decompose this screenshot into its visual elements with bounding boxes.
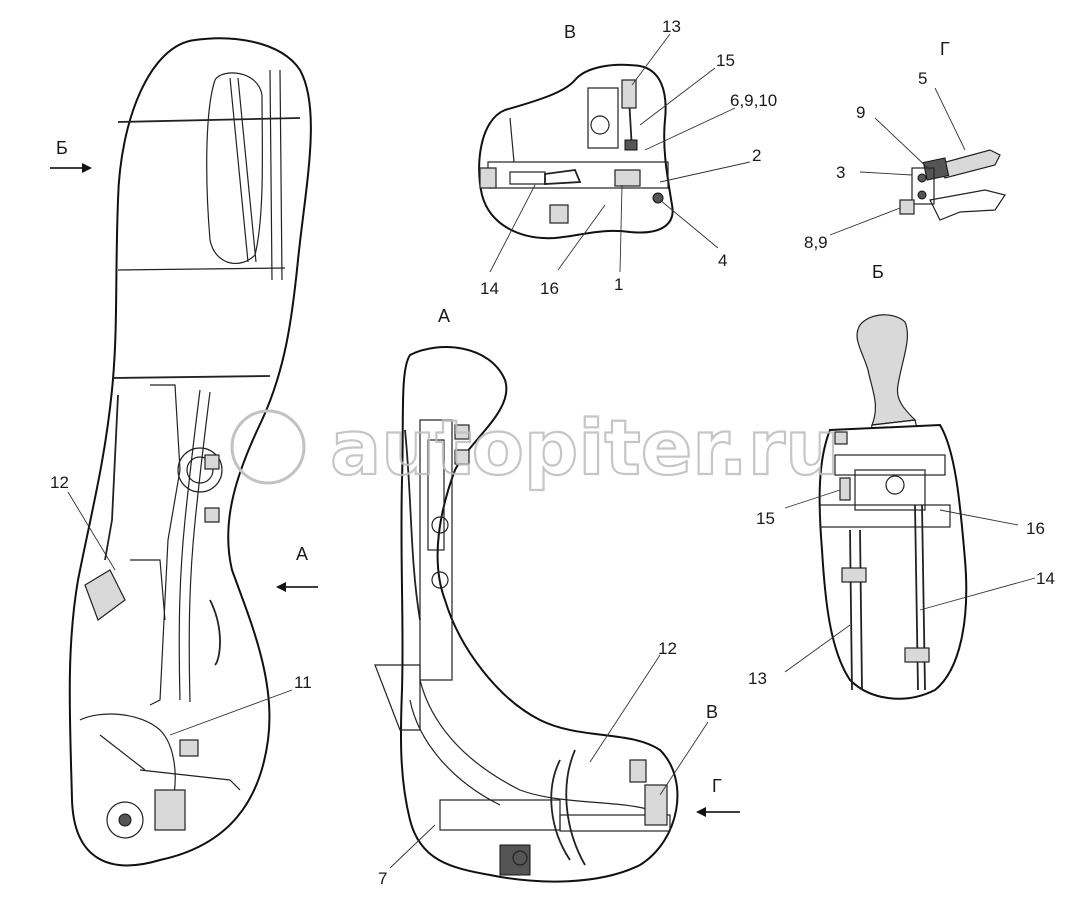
view-title-g: Г [940,39,950,59]
arrow-label-v: В [706,702,718,722]
callout-g-3: 3 [836,163,845,182]
callout-v-14: 14 [480,279,499,298]
callout-v-6-9-10: 6,9,10 [730,91,777,110]
callout-b-15: 15 [756,509,775,528]
callout-v-13: 13 [662,17,681,36]
watermark: autopiter.ru [230,402,840,493]
callout-g-8-9: 8,9 [804,233,828,252]
view-a-leaders [389,654,709,869]
view-v [478,63,674,240]
callout-b-14: 14 [1036,569,1055,588]
callout-left-11: 11 [294,673,312,692]
callout-b-16: 16 [1026,519,1045,538]
left-view-leaders [67,491,293,736]
callout-v-1: 1 [614,275,623,294]
arrow-label-g: Г [712,776,722,796]
callout-left-12: 12 [50,473,69,492]
callout-v-15: 15 [716,51,735,70]
callout-v-2: 2 [752,146,761,165]
view-a [374,346,679,883]
view-title-a: А [438,306,450,326]
view-title-v: В [564,22,576,42]
arrow-label-a: А [296,544,308,564]
callout-g-9: 9 [856,103,865,122]
left-section-view [68,37,312,867]
arrow-label-b: Б [56,138,68,158]
callout-mid-12: 12 [658,639,677,658]
view-v-leaders [489,33,751,273]
labels: В Г А Б Б А В Г 13 15 6,9,10 2 4 1 16 14… [50,17,1055,888]
watermark-text: autopiter.ru [330,403,839,492]
callout-v-16: 16 [540,279,559,298]
callout-mid-7: 7 [378,869,387,888]
view-b-leaders [784,489,1036,673]
view-g [829,87,1006,236]
view-title-b: Б [872,262,884,282]
view-b [818,314,968,700]
callout-g-5: 5 [918,69,927,88]
callout-v-4: 4 [718,251,727,270]
callout-b-13: 13 [748,669,767,688]
direction-arrows [50,163,740,817]
